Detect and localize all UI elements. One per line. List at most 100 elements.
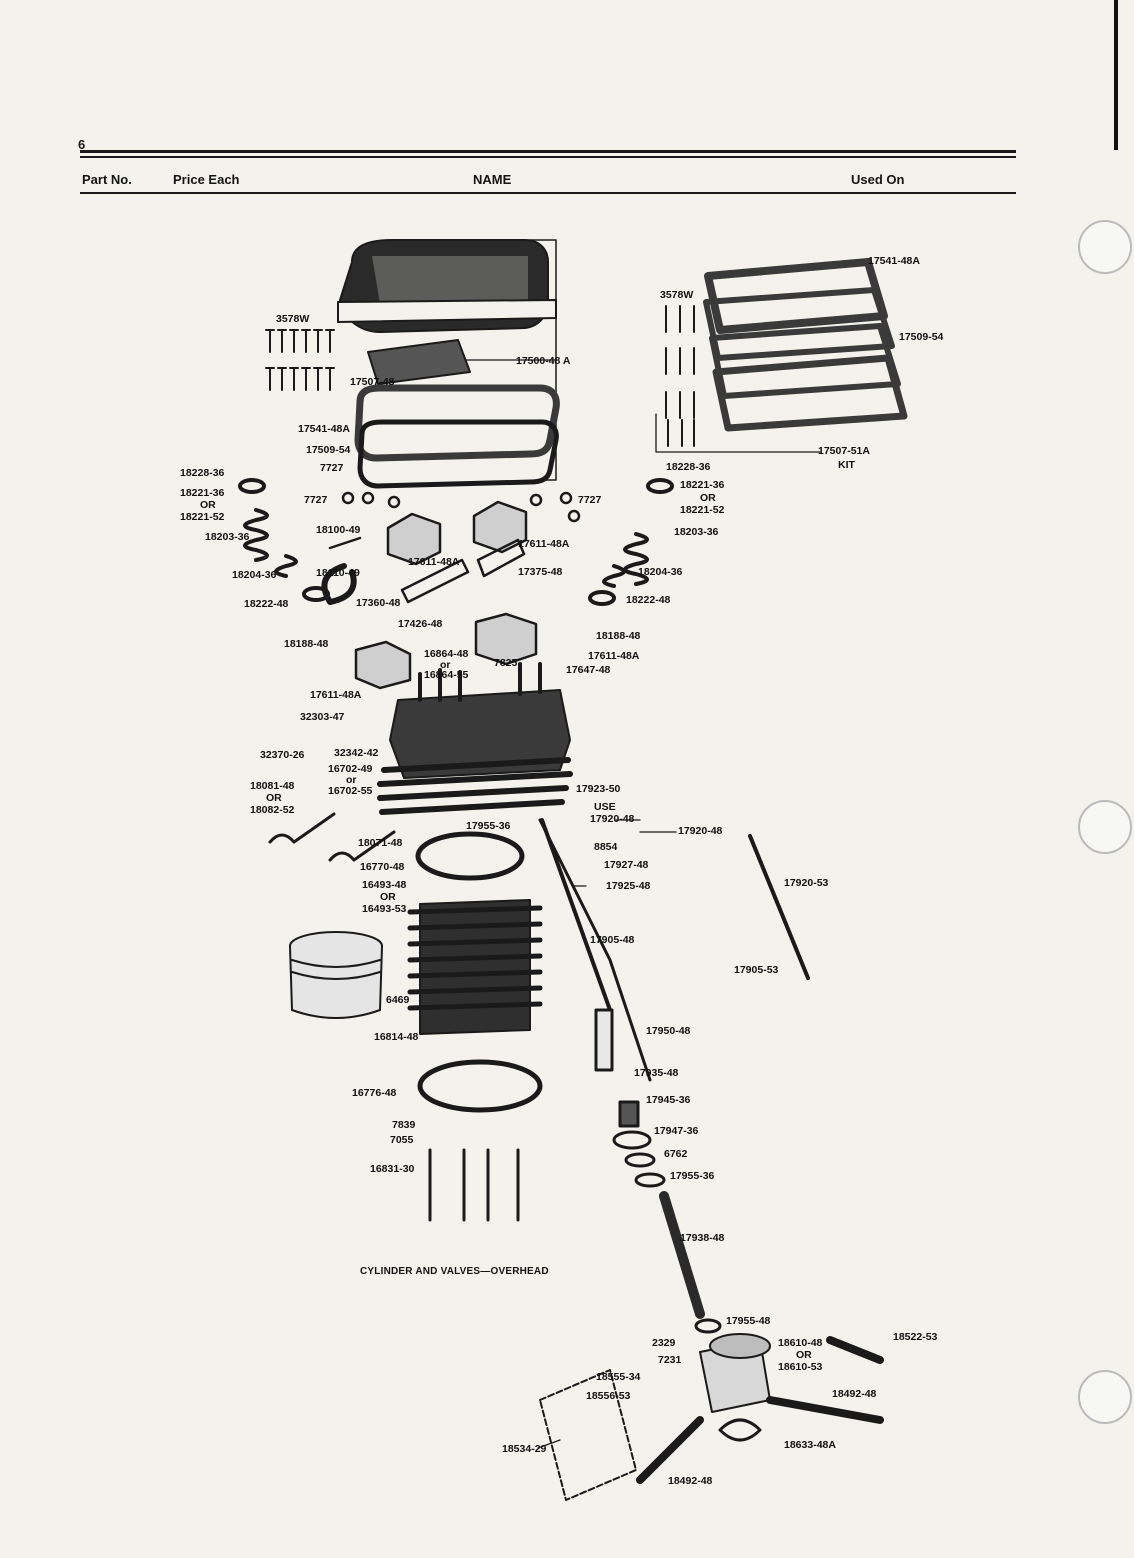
part-label-7727-a: 7727 — [320, 462, 344, 474]
part-label-2329: 2329 — [652, 1337, 676, 1349]
gasket-set-left — [354, 384, 560, 489]
part-label-18203-36-right: 18203-36 — [674, 526, 719, 538]
header-rule — [80, 150, 1016, 153]
part-label-18082-52: 18082-52 — [250, 804, 295, 816]
push-rods — [540, 818, 810, 1012]
part-label-18555-34: 18555-34 — [596, 1371, 641, 1383]
part-label-18221-52-left: 18221-52 — [180, 511, 225, 523]
filter-pad-shape — [367, 339, 471, 385]
part-label-18534-29: 18534-29 — [502, 1443, 547, 1455]
part-label-or: or — [346, 774, 357, 786]
part-label-18228-36-left: 18228-36 — [180, 467, 225, 479]
column-header-name: NAME — [473, 172, 512, 187]
part-label-17375-48: 17375-48 — [518, 566, 563, 578]
part-label-17509-54-right: 17509-54 — [899, 331, 944, 343]
part-label-7727-b: 7727 — [304, 494, 328, 506]
part-label-17925-48: 17925-48 — [606, 880, 651, 892]
header-underline — [80, 192, 1016, 194]
valve-springs — [238, 478, 674, 606]
part-label-17927-48: 17927-48 — [604, 859, 649, 871]
part-label-18222-48-right: 18222-48 — [626, 594, 671, 606]
part-label-18221-36-left: 18221-36 — [180, 487, 225, 499]
part-label-17509-54-left: 17509-54 — [306, 444, 351, 456]
binder-hole — [1078, 220, 1132, 274]
part-label-17426-48: 17426-48 — [398, 618, 443, 630]
part-label-17920-48-b: 17920-48 — [678, 825, 723, 837]
part-label-6762: 6762 — [664, 1148, 688, 1160]
rocker-arm-parts — [321, 491, 581, 690]
part-label-16814-48: 16814-48 — [374, 1031, 419, 1043]
part-label-18222-48-left: 18222-48 — [244, 598, 289, 610]
part-label-use: USE — [594, 801, 616, 813]
part-label-17938-48: 17938-48 — [680, 1232, 725, 1244]
part-label-32370-26: 32370-26 — [260, 749, 305, 761]
part-label-18228-36-right: 18228-36 — [666, 461, 711, 473]
bolt-set-right — [665, 305, 695, 447]
part-label-6469: 6469 — [386, 994, 410, 1006]
part-label-17507-48: 17507-48 — [350, 376, 395, 388]
part-label-18071-48: 18071-48 — [358, 837, 403, 849]
base-gasket-shape — [417, 1059, 543, 1113]
part-label-17611-48a-top: 17611-48A — [518, 538, 570, 550]
part-label-18188-48-left: 18188-48 — [284, 638, 329, 650]
column-header-part-no: Part No. — [82, 172, 132, 187]
part-label-17360-48: 17360-48 — [356, 597, 401, 609]
part-label-7825: 7825 — [494, 657, 518, 669]
part-label-17955-48: 17955-48 — [726, 1315, 771, 1327]
part-label-18204-36-right: 18204-36 — [638, 566, 683, 578]
part-label-or: OR — [266, 792, 282, 804]
part-label-17905-48: 17905-48 — [590, 934, 635, 946]
head-gasket-shape — [415, 831, 525, 881]
part-label-18110-49: 18110-49 — [316, 567, 360, 579]
part-label-17923-50: 17923-50 — [576, 783, 621, 795]
header-rule-thin — [80, 156, 1016, 158]
part-label-18188-48-right: 18188-48 — [596, 630, 641, 642]
part-label-kit: KIT — [838, 459, 855, 471]
column-header-price-each: Price Each — [173, 172, 240, 187]
part-label-17541-48a-left: 17541-48A — [298, 423, 350, 435]
part-label-17947-36: 17947-36 — [654, 1125, 699, 1137]
bolt-set-left — [265, 329, 335, 391]
piston-shape — [289, 931, 383, 1019]
part-label-16702-55: 16702-55 — [328, 785, 373, 797]
rocker-cover-shape — [337, 239, 557, 333]
cylinder-head-shape — [377, 662, 573, 815]
part-label-3578w-right: 3578W — [660, 289, 694, 301]
part-label-or: OR — [200, 499, 216, 511]
part-label-17945-36: 17945-36 — [646, 1094, 691, 1106]
part-label-16831-30: 16831-30 — [370, 1163, 415, 1175]
part-label-16493-48: 16493-48 — [362, 879, 407, 891]
part-label-16702-49: 16702-49 — [328, 763, 373, 775]
cylinder-studs — [428, 1148, 520, 1222]
part-label-17541-48a-right: 17541-48A — [868, 255, 920, 267]
part-label-17611-48a-right: 17611-48A — [588, 650, 640, 662]
part-label-17955-36-b: 17955-36 — [670, 1170, 715, 1182]
part-label-18204-36-left: 18204-36 — [232, 569, 277, 581]
diagram-caption: CYLINDER AND VALVES—OVERHEAD — [360, 1266, 549, 1277]
part-label-18610-48: 18610-48 — [778, 1337, 823, 1349]
pump-assembly-shape — [539, 1333, 884, 1501]
part-label-18221-36-right: 18221-36 — [680, 479, 725, 491]
part-label-18556-53: 18556-53 — [586, 1390, 631, 1402]
part-label-7727-c: 7727 — [578, 494, 602, 506]
part-label-or: OR — [700, 492, 716, 504]
part-label-17955-36-a: 17955-36 — [466, 820, 511, 832]
cylinder-shape — [407, 899, 543, 1035]
part-label-18100-49: 18100-49 — [316, 524, 361, 536]
part-label-8854: 8854 — [594, 841, 618, 853]
scan-edge — [1114, 0, 1118, 150]
page-number: 6 — [78, 137, 86, 152]
part-label-17611-48a-mid: 17611-48A — [408, 556, 460, 568]
part-label-17500-48a: 17500-48 A — [516, 355, 571, 367]
part-label-17647-48: 17647-48 — [566, 664, 611, 676]
part-label-32303-47: 32303-47 — [300, 711, 345, 723]
part-label-17920-48-a: 17920-48 — [590, 813, 635, 825]
part-label-32342-42: 32342-42 — [334, 747, 379, 759]
part-label-18492-48-b: 18492-48 — [668, 1475, 713, 1487]
part-label-18203-36-left: 18203-36 — [205, 531, 250, 543]
part-label-18522-53: 18522-53 — [893, 1331, 938, 1343]
part-label-18221-52-right: 18221-52 — [680, 504, 725, 516]
binder-hole — [1078, 1370, 1132, 1424]
part-label-3578w-left: 3578W — [276, 313, 310, 325]
part-label-16776-48: 16776-48 — [352, 1087, 397, 1099]
